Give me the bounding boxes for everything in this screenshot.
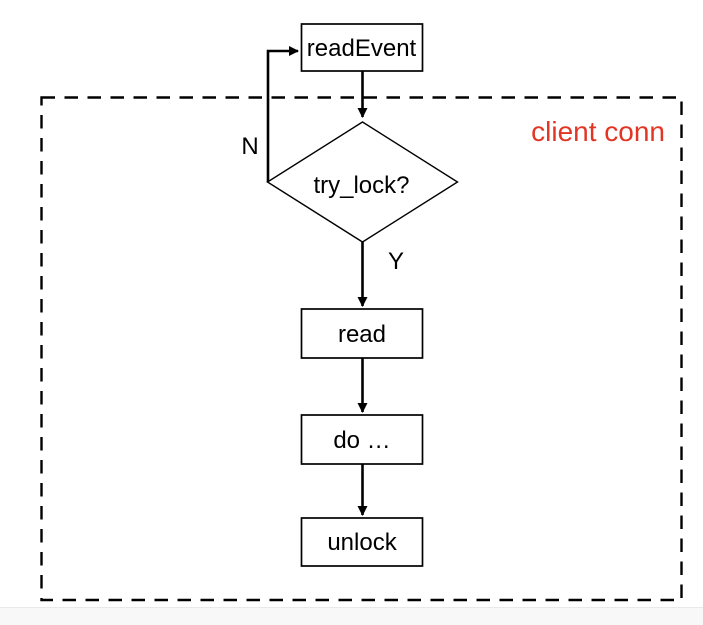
node-readevent: readEvent (300, 23, 424, 72)
edge-label-n: N (241, 133, 258, 160)
node-readevent-box (300, 23, 424, 72)
node-do: do … (300, 414, 424, 465)
node-do-box (300, 414, 424, 465)
node-do-label: do … (333, 427, 390, 454)
node-read-box (300, 308, 424, 359)
region-label: client conn (531, 116, 665, 147)
node-readevent-label: readEvent (307, 35, 417, 62)
node-trylock-label: try_lock? (313, 172, 409, 199)
node-unlock-label: unlock (327, 529, 397, 556)
edge-label-y: Y (388, 248, 404, 275)
node-read-label: read (338, 321, 386, 348)
bottom-strip (0, 608, 703, 625)
node-trylock: try_lock? (266, 121, 459, 243)
edge-trylock-to-readevent-loop (266, 46, 299, 182)
client-conn-region-border (40, 96, 683, 602)
node-unlock: unlock (300, 517, 424, 567)
node-unlock-box (300, 517, 424, 567)
node-trylock-diamond (266, 121, 459, 243)
node-read: read (300, 308, 424, 359)
